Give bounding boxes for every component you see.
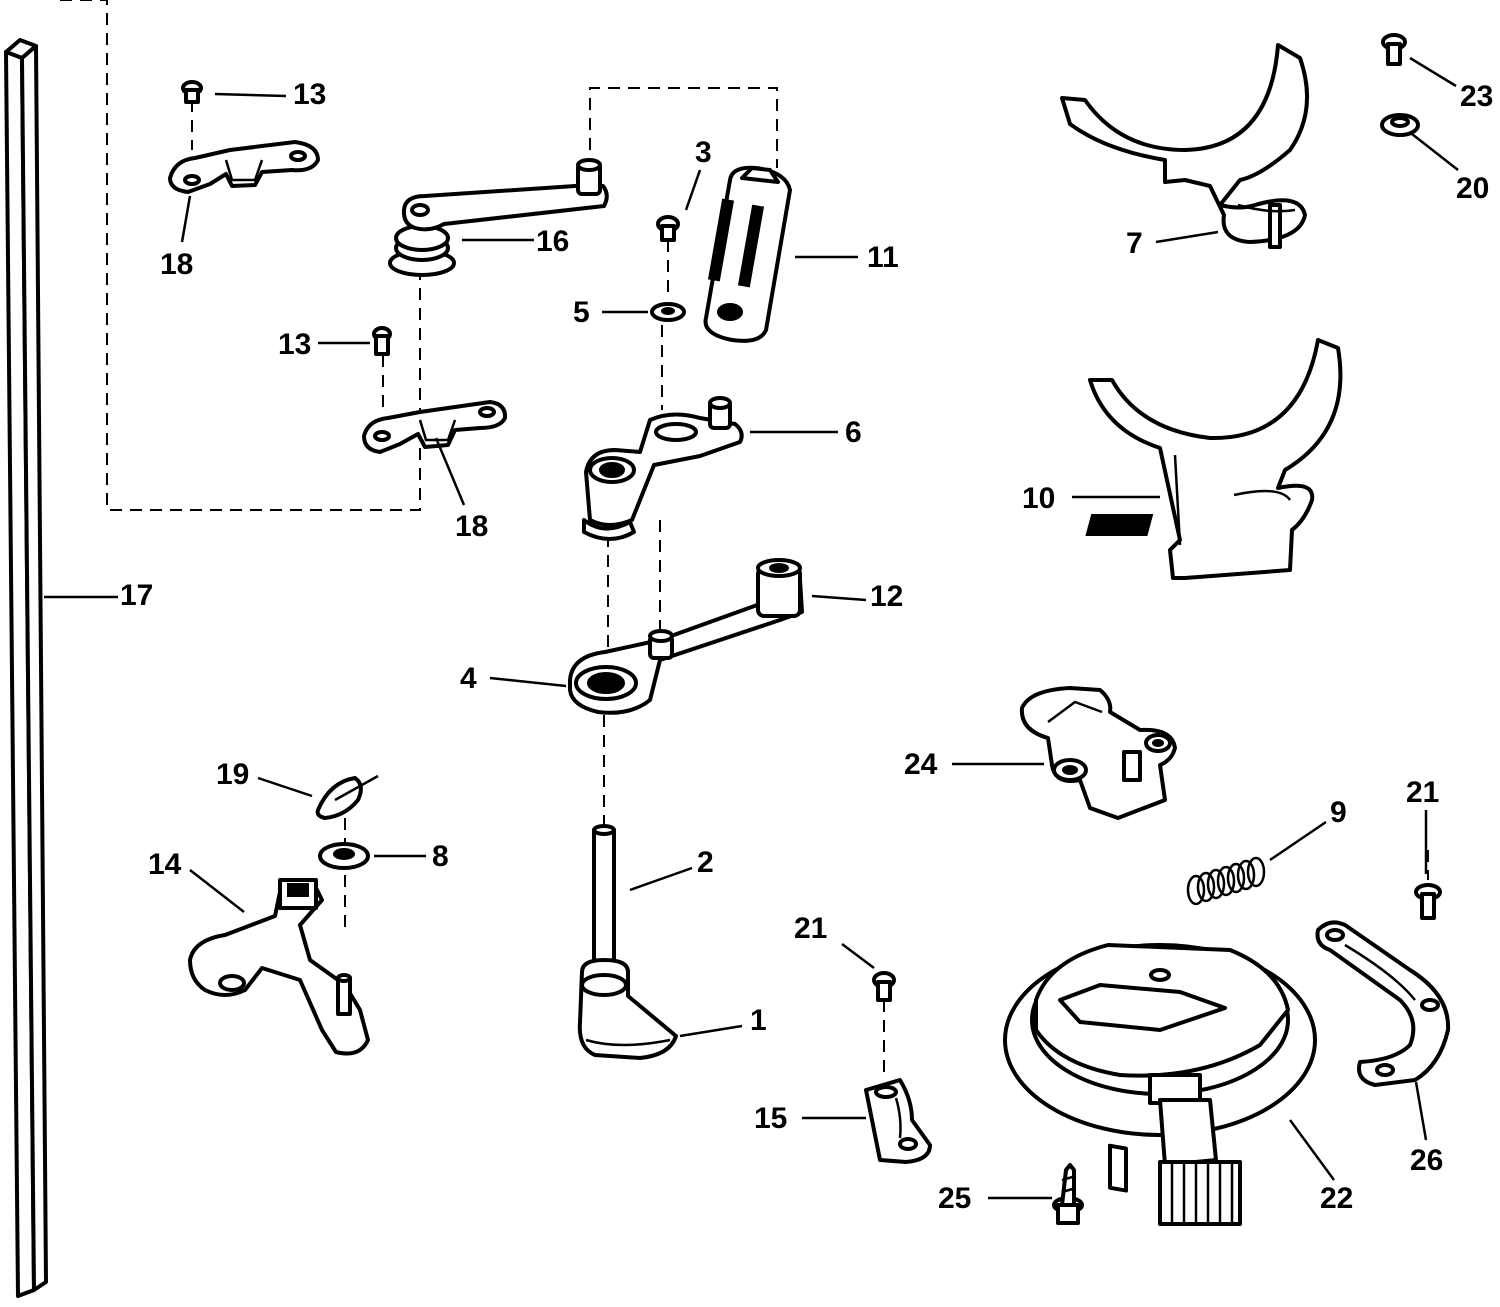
callout-5: 5: [573, 296, 590, 329]
callout-17: 17: [120, 579, 153, 612]
callout-16: 16: [536, 225, 569, 258]
part-16-lever-arm: [388, 158, 609, 277]
callout-18-upper: 18: [160, 248, 193, 281]
part-21-screw-right: [1414, 883, 1442, 920]
part-23-screw: [1381, 33, 1407, 66]
callout-10: 10: [1022, 482, 1055, 515]
part-9-spring: [1186, 856, 1266, 906]
callout-9: 9: [1330, 796, 1347, 829]
part-13-screw-upper: [181, 80, 203, 104]
part-24-block: [1019, 686, 1177, 820]
part-22-housing: [1003, 943, 1317, 1226]
part-14-bracket: [188, 878, 370, 1056]
part-18-plate-upper: [168, 140, 320, 194]
callout-20: 20: [1456, 172, 1489, 205]
callout-6: 6: [845, 416, 862, 449]
callout-26: 26: [1410, 1144, 1443, 1177]
part-6-arm: [582, 396, 744, 541]
callout-25: 25: [938, 1182, 971, 1215]
part-3-screw: [656, 215, 680, 242]
callout-23: 23: [1460, 80, 1493, 113]
part-19-clip: [315, 774, 379, 820]
part-10-ring: [1085, 338, 1343, 580]
callout-1: 1: [750, 1004, 767, 1037]
callout-3: 3: [695, 136, 712, 169]
callout-8: 8: [432, 840, 449, 873]
callout-11: 11: [867, 241, 899, 274]
callout-21-middle: 21: [794, 912, 827, 945]
part-25-screw: [1052, 1163, 1084, 1225]
part-13-screw-lower: [372, 326, 392, 356]
callout-18-lower: 18: [455, 510, 488, 543]
part-1-2-shaft-knob: [577, 824, 678, 1060]
callout-13-upper: 13: [293, 78, 326, 111]
callout-4: 4: [460, 662, 477, 695]
part-26-arc-bracket: [1315, 920, 1451, 1087]
part-7-ring: [1060, 43, 1310, 249]
part-21-screw-middle: [872, 971, 896, 1002]
callout-22: 22: [1320, 1182, 1353, 1215]
leader-lines: [44, 56, 1459, 1200]
part-5-washer: [650, 302, 686, 322]
part-11-link: [703, 165, 792, 343]
callout-labels: 13 18 16 13 18 3 11 5 6 12 4 17 19 8 14 …: [120, 78, 1493, 1215]
callout-13-lower: 13: [278, 328, 311, 361]
callout-12: 12: [870, 580, 903, 613]
part-18-plate-lower: [362, 400, 508, 454]
callout-15: 15: [754, 1102, 787, 1135]
part-17-long-bar: [4, 38, 48, 1298]
callout-2: 2: [697, 846, 714, 879]
part-15-clamp: [864, 1078, 932, 1164]
part-4-12-arm: [568, 558, 804, 715]
part-8-washer: [318, 842, 370, 870]
callout-14: 14: [148, 848, 182, 881]
part-20-washer: [1380, 113, 1420, 137]
callout-7: 7: [1126, 227, 1143, 260]
callout-24: 24: [904, 748, 938, 781]
callout-19: 19: [216, 758, 249, 791]
callout-21-right: 21: [1406, 776, 1439, 809]
